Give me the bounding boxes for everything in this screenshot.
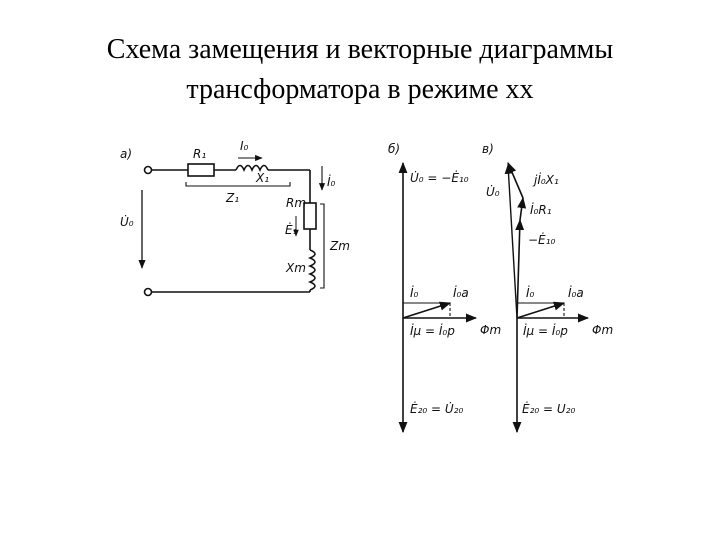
r1-label: R₁ — [193, 147, 206, 161]
vector-diagram-c — [504, 161, 590, 434]
rm-label: Rm — [286, 196, 306, 210]
equivalent-circuit — [138, 154, 326, 297]
panel-a-label: а) — [120, 147, 132, 161]
b-imu-label: İμ = İ₀р — [410, 323, 455, 338]
z1-bracket — [185, 182, 291, 187]
title-line-2: трансформатора в режиме хх — [186, 74, 534, 105]
panel-c-label: в) — [482, 142, 494, 156]
i0-shunt-label: İ₀ — [327, 174, 336, 189]
b-top-label: U̇₀ = −Ė₁₀ — [410, 170, 469, 185]
terminal-top — [143, 165, 153, 175]
c-jix-label: jİ₀X₁ — [532, 172, 559, 187]
b-phi-label: Φm — [480, 323, 501, 337]
x1-label: X₁ — [255, 171, 269, 185]
c-e10-label: −Ė₁₀ — [528, 232, 555, 247]
b-i0-label: İ₀ — [410, 285, 419, 300]
c-ir-label: İ₀R₁ — [530, 202, 552, 217]
c-i0-label: İ₀ — [526, 285, 535, 300]
c-i0a-label: İ₀а — [568, 285, 584, 300]
panel-b-label: б) — [388, 142, 400, 156]
slide-title: Схема замещения и векторные диаграммы тр… — [0, 30, 720, 110]
c-phi-label: Φm — [592, 323, 613, 337]
xm-label: Xm — [285, 261, 306, 275]
vector-diagram-b — [398, 161, 478, 434]
c-u0-label: U̇₀ — [486, 185, 500, 199]
r1-resistor — [187, 163, 215, 177]
c-imu-label: İμ = İ₀р — [523, 323, 568, 338]
i0-label: I₀ — [240, 139, 249, 153]
xm-inductor — [307, 249, 316, 291]
u0-label: U̇₀ — [120, 215, 134, 229]
x1-inductor — [235, 164, 269, 172]
z1-label: Z₁ — [225, 191, 239, 205]
title-line-1: Схема замещения и векторные диаграммы — [106, 34, 614, 65]
b-i0a-label: İ₀а — [453, 285, 469, 300]
zm-brace — [320, 203, 325, 289]
terminal-bottom — [143, 287, 153, 297]
c-bottom-label: Ė₂₀ = U₂₀ — [522, 401, 575, 416]
b-bottom-label: Ė₂₀ = U̇₂₀ — [410, 401, 463, 416]
zm-label: Zm — [329, 239, 350, 253]
